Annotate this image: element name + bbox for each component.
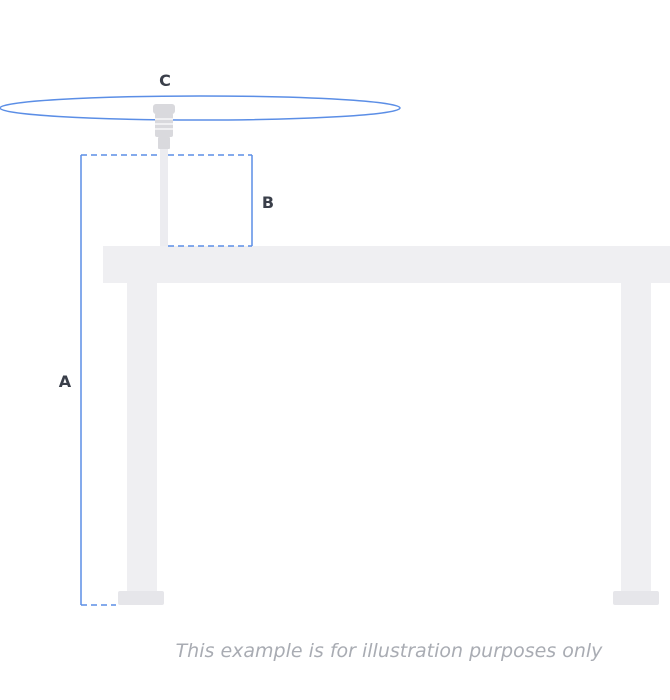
sensor-stem (158, 137, 170, 149)
dimension-b: B (168, 154, 274, 247)
table-foot-right (613, 591, 659, 605)
illustration-caption: This example is for illustration purpose… (176, 640, 604, 662)
dimension-a: A (59, 154, 160, 606)
mounting-pole (160, 148, 168, 246)
sensor-icon (153, 104, 175, 149)
table-leg-left (127, 283, 157, 593)
table-top (103, 246, 670, 283)
table-leg-right (621, 283, 651, 593)
sensor-cap (153, 104, 175, 114)
sensor-body (155, 113, 173, 137)
coverage-ellipse (0, 95, 401, 121)
table (103, 246, 670, 605)
dimension-a-label: A (59, 372, 72, 391)
dimension-c-label: C (159, 71, 171, 90)
dimension-b-label: B (262, 193, 274, 212)
table-foot-left (118, 591, 164, 605)
